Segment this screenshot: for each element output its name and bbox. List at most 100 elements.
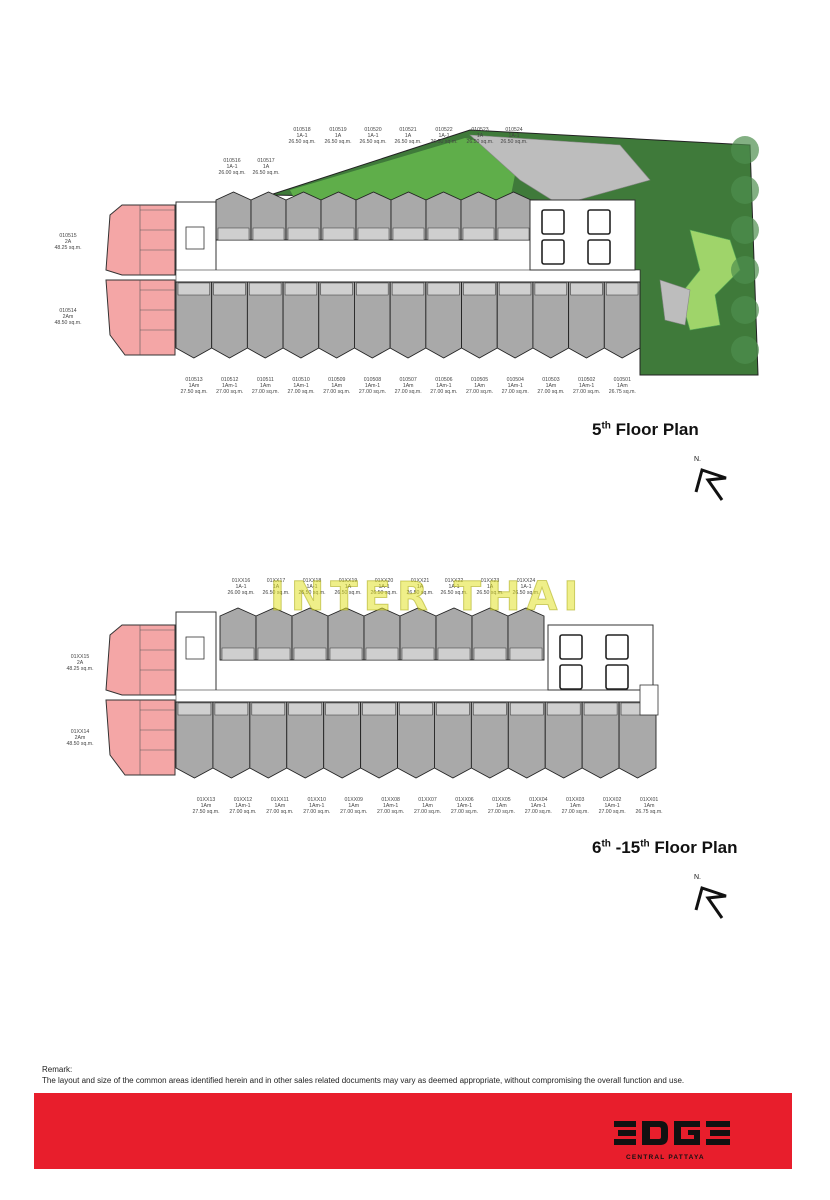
unit-label-line: 01XX04 [529,797,548,803]
bathroom [325,702,359,716]
unit-label-line: 1Am-1 [309,803,324,809]
unit-label-line: 01XX01 [640,797,659,803]
bathroom [177,702,212,716]
unit-label-line: 27.00 sq.m. [599,809,626,815]
unit-label-line: 010514 [59,308,76,314]
unit-label-line: 1A [405,133,412,139]
unit-label-line: 1A-1 [307,584,318,590]
unit-label-line: 27.00 sq.m. [525,809,552,815]
bathroom [329,647,363,661]
floor6-title-mid: -15 [610,838,641,857]
bathroom [249,282,282,296]
unit-block [286,701,325,779]
unit-label-line: 01XX05 [492,797,511,803]
unit-label-line: 1Am-1 [579,383,594,389]
staircase [185,636,205,660]
unit-block [175,701,214,779]
unit-label-line: 1A [273,584,280,590]
unit-label-line: 010506 [435,377,452,383]
unit-label-line: 27.00 sq.m. [377,809,404,815]
unit-block [461,281,498,359]
unit-label-line: 1Am [474,383,485,389]
bathroom [257,647,291,661]
unit-label-line: 1A-1 [379,584,390,590]
unit-label-line: 26.50 sq.m. [252,170,279,176]
unit-label-line: 1Am [496,803,507,809]
bathroom [284,282,318,296]
lawn-patch [679,229,741,331]
bathroom [436,702,470,716]
unit-label-line: 010520 [364,127,381,133]
north-label: N. [694,874,701,881]
unit-label-line: 1A [487,584,494,590]
unit-label-line: 010518 [293,127,310,133]
unit-label-line: 1A-1 [521,584,532,590]
unit-label-line: 010516 [223,158,240,164]
floor5-title-sup: th [601,420,611,432]
fifth-floor-title: 5th Floor Plan [592,420,699,440]
unit-label-line: 27.00 sq.m. [288,389,315,395]
unit-label-line: 1Am-1 [436,383,451,389]
unit-label-line: 01XX11 [271,797,289,803]
unit-label-line: 2A [65,239,72,245]
unit-label-line: 27.00 sq.m. [451,809,478,815]
unit-label-line: 010509 [328,377,345,383]
unit-label-line: 1Am-1 [222,383,237,389]
unit-label-line: 1A-1 [297,133,308,139]
unit-label-line: 1Am [617,383,628,389]
lift-shaft [605,664,629,690]
unit-label-line: 1Am [331,383,342,389]
bathroom [252,227,285,241]
unit-label-line: 26.50 sq.m. [334,590,361,596]
unit-label-line: 26.50 sq.m. [440,590,467,596]
unit-label-line: 010505 [471,377,488,383]
unit-block [425,281,462,359]
unit-block [389,281,427,359]
typical-floor-title: 6th -15th Floor Plan [592,838,738,858]
bathroom [570,282,603,296]
paved-area [469,134,651,206]
unit-label-line: 010512 [221,377,238,383]
unit-label-line: 26.50 sq.m. [500,139,527,145]
unit-label-line: 1Am [403,383,414,389]
unit-label-line: 26.50 sq.m. [430,139,457,145]
unit-label-line: 27.00 sq.m. [395,389,422,395]
unit-label-line: 01XX07 [418,797,437,803]
unit-label-line: 010503 [542,377,559,383]
unit-label-line: 1Am [348,803,359,809]
unit-label-line: 1Am [260,383,271,389]
unit-label-line: 1A [417,584,424,590]
floor5-title-text: Floor Plan [610,420,699,439]
remark-note: Remark: The layout and size of the commo… [42,1064,684,1086]
unit-block [603,281,641,359]
unit-label-line: 27.00 sq.m. [466,389,493,395]
unit-label-line: 1Am [644,803,655,809]
unit-label-line: 27.00 sq.m. [359,389,386,395]
unit-block [211,281,248,359]
staircase [185,226,205,250]
unit-label-line: 01XX20 [375,578,394,584]
unit-label-line: 01XX09 [344,797,363,803]
unit-label-line: 27.00 sq.m. [229,809,256,815]
bathroom [427,227,460,241]
unit-block [246,281,284,359]
unit-label-line: 27.50 sq.m. [180,389,207,395]
unit-label-line: 1A-1 [509,133,520,139]
unit-label-line: 010507 [399,377,416,383]
bathroom [391,282,425,296]
floor6-title-number: 6 [592,838,602,857]
unit-label-line: 26.50 sq.m. [288,139,315,145]
